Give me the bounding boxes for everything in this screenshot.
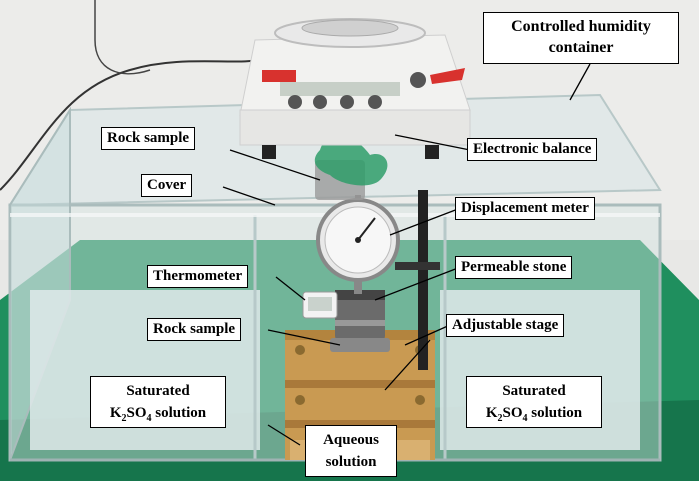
aqueous-line2: solution (325, 454, 377, 470)
saturated-right-line1: Saturated (502, 383, 566, 399)
electronic-balance-device (239, 18, 471, 159)
label-electronic-balance: Electronic balance (467, 138, 598, 161)
label-rock-sample-top: Rock sample (101, 127, 196, 150)
rock-sample-upper (314, 134, 388, 200)
controlled-humidity-line2: container (548, 39, 614, 56)
label-rock-sample-bottom: Rock sample (147, 318, 242, 341)
thermometer-device (302, 291, 338, 319)
label-adjustable-stage: Adjustable stage (446, 314, 565, 337)
controlled-humidity-line1: Controlled humidity (511, 18, 651, 35)
rock-sample-cylinder (330, 290, 390, 352)
power-cable (0, 59, 261, 191)
label-saturated-right: Saturated K2SO4 solution (466, 376, 602, 428)
leader-lines (222, 63, 591, 446)
label-displacement-meter: Displacement meter (455, 197, 595, 220)
label-controlled-humidity-container: Controlled humidity container (483, 12, 679, 64)
label-aqueous-solution: Aqueous solution (305, 425, 397, 477)
saturated-left-line2: K2SO4 solution (109, 405, 207, 424)
label-permeable-stone: Permeable stone (455, 256, 573, 279)
aqueous-line1: Aqueous (323, 432, 379, 448)
label-saturated-left: Saturated K2SO4 solution (90, 376, 226, 428)
label-cover: Cover (141, 174, 193, 197)
saturated-left-line1: Saturated (126, 383, 190, 399)
meter-stand (395, 190, 440, 370)
saturated-right-line2: K2SO4 solution (485, 405, 583, 424)
label-thermometer: Thermometer (147, 265, 249, 288)
